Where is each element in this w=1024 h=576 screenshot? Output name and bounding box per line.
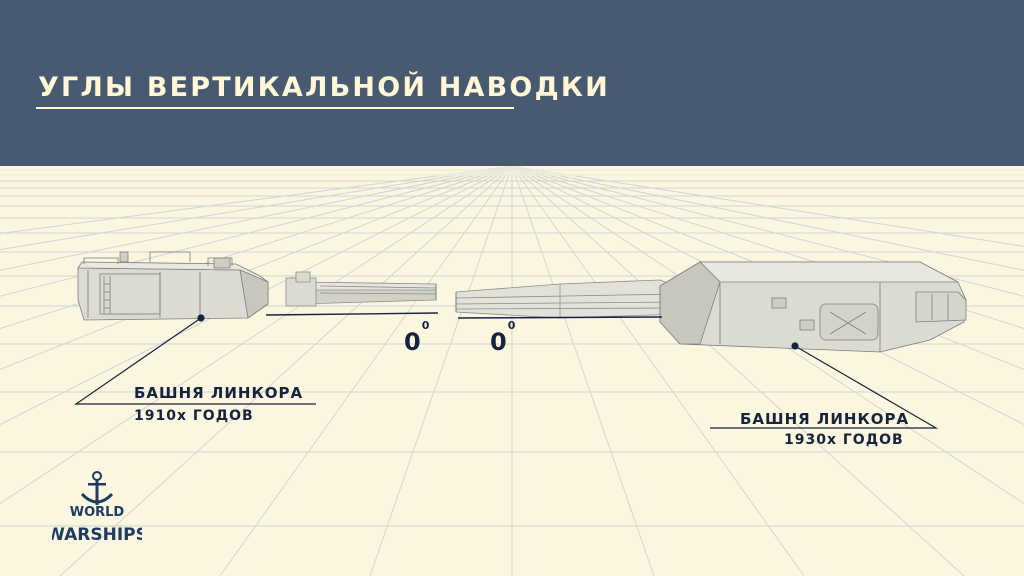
turret-1910s-label-years: 1910х ГОДОВ	[134, 408, 254, 424]
world-of-warships-logo: WORLD WARSHIPS	[52, 471, 142, 545]
leader-line-1930s	[710, 345, 939, 429]
reference-line-left	[265, 312, 439, 316]
angle-readout-1930s: 00	[490, 319, 515, 356]
angle-value: 0	[490, 328, 507, 356]
turret-1910s-label-title: БАШНЯ ЛИНКОРА	[134, 384, 304, 402]
angle-readout-1910s: 00	[404, 319, 429, 356]
angle-degree-mark: 0	[507, 319, 516, 332]
turret-1930s-model	[455, 261, 967, 353]
logo-line-warships: WARSHIPS	[52, 525, 142, 545]
anchor-icon	[80, 471, 114, 505]
angle-degree-mark: 0	[421, 319, 430, 332]
turret-1930s-label-title: БАШНЯ ЛИНКОРА	[740, 410, 910, 428]
perspective-grid-floor	[0, 166, 1024, 576]
page-title: УГЛЫ ВЕРТИКАЛЬНОЙ НАВОДКИ	[38, 72, 610, 103]
turret-1930s-label-years: 1930х ГОДОВ	[784, 432, 904, 448]
angle-value: 0	[404, 328, 421, 356]
header-banner: УГЛЫ ВЕРТИКАЛЬНОЙ НАВОДКИ	[0, 0, 1024, 166]
leader-line-1910s	[74, 317, 316, 405]
title-underline	[36, 107, 514, 109]
logo-line-world: WORLD	[70, 505, 125, 520]
reference-line-right	[457, 316, 663, 319]
turret-1910s-model	[77, 251, 437, 322]
